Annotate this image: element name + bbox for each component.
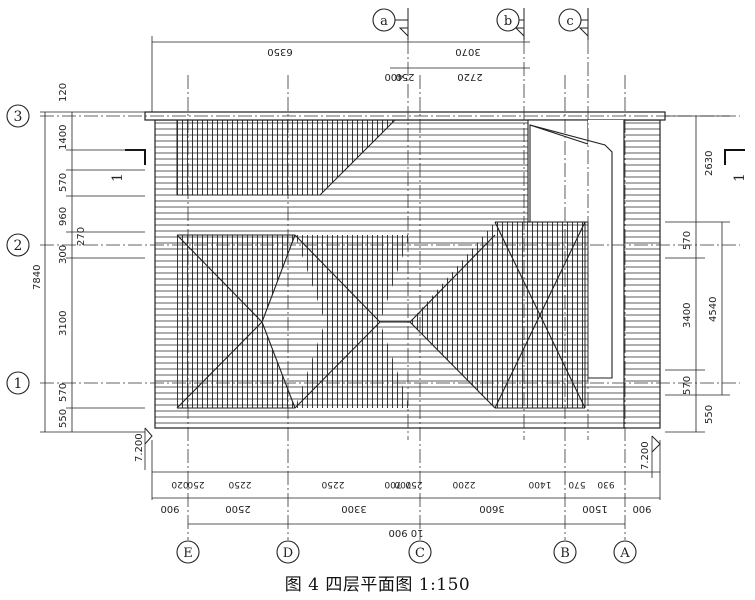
dim-left-4: 270 [76,227,87,246]
grid-bubble-b-label: b [504,14,512,29]
dim-top-right: 2720 [457,71,482,82]
dim-bottom1-4: 700 [384,479,401,489]
dim-bottom-total: 10 900 [389,527,424,538]
dim-bottom1-7: 2200 [452,479,475,489]
dim-top-small-b: 400 [384,71,403,82]
grid-lines [40,40,740,540]
roof-slope-left-bottom [177,322,295,408]
dim-left-6: 3100 [58,311,69,336]
dim-right-4: 550 [704,405,715,424]
roof-slope-left-top [177,235,295,322]
dim-right-1: 570 [682,231,693,250]
dim-bottom1-3: 2250 [321,479,344,489]
right-dimension-texts: 2630 570 3400 570 550 4540 [682,151,719,424]
figure-caption: 图 4 四层平面图 1:150 [284,575,471,595]
section-mark-left: 1 [110,173,126,182]
dim-left-2: 570 [58,173,69,192]
dim-left-3: 960 [58,207,69,226]
grid-bubble-1-label: 1 [14,376,23,392]
elevation-right: 7.200 [640,441,651,470]
left-grid-bubbles: 3 2 1 [6,104,30,395]
top-dimension-texts: 6350 3070 2720 250 400 [267,46,482,82]
grid-bubble-B-label: B [560,546,570,561]
bottom-dimension-row2: 900 2500 3300 3600 1500 900 [160,503,651,514]
dim-bottom1-9: 570 [568,479,585,489]
roof-slope-upper [176,119,397,196]
dim-bottom1-8: 1400 [528,479,551,489]
grid-bubble-a: a [372,8,409,40]
dim-top-small-a: 250 [395,71,414,82]
right-dimensions [665,115,730,433]
roof-slope-center [295,235,410,408]
grid-bubble-c-label: c [566,14,573,29]
dim-top-total: 6350 [267,46,292,57]
dim-bottom1-1: 250 [187,479,204,489]
left-dimensions [40,111,145,433]
dim-bottom2-0: 900 [160,503,179,514]
section-mark-right: 1 [732,173,748,182]
grid-bubble-A-label: A [619,546,630,561]
dim-bottom2-5: 900 [632,503,651,514]
dim-bottom2-3: 3600 [479,503,504,514]
dim-left-1: 1400 [58,125,69,150]
dim-bottom2-4: 1500 [582,503,607,514]
grid-bubble-c: c [558,8,589,40]
grid-bubble-3-label: 3 [14,109,23,125]
dim-top-left: 3070 [455,46,480,57]
roof-slope-right [410,222,585,408]
bottom-dimension-row1: 020 250 2250 2250 700 250 700 2200 1400 … [171,479,614,489]
grid-bubble-D-label: D [283,546,293,561]
bottom-dimensions [151,440,661,525]
grid-bubble-a-label: a [380,14,388,29]
dim-left-7: 570 [58,383,69,402]
dim-left-total: 7840 [32,265,43,290]
grid-bubble-C-label: C [415,546,425,561]
dim-bottom1-10: 930 [597,479,614,489]
dim-bottom1-2: 2250 [228,479,251,489]
grid-bubble-E-label: E [183,546,193,561]
bottom-grid-bubbles: E D C B A [176,540,637,564]
elevation-marks: 7.200 7.200 [134,427,661,478]
grid-bubble-2-label: 2 [14,238,23,254]
grid-bubble-b: b [496,8,525,40]
dim-right-3: 570 [682,376,693,395]
roof-plan [144,111,666,429]
dim-right-0: 2630 [704,151,715,176]
dim-left-8: 550 [58,409,69,428]
elevation-left: 7.200 [134,433,145,462]
dim-bottom2-2: 3300 [341,503,366,514]
dim-bottom1-0: 020 [171,479,188,489]
dim-left-5: 300 [58,245,69,264]
dim-right-2: 3400 [682,303,693,328]
top-dimensions [151,36,530,112]
top-grid-bubbles: a b c [372,8,589,40]
dim-bottom2-1: 2500 [225,503,250,514]
dim-left-0: 120 [58,83,69,102]
dim-bottom1-6: 700 [394,479,411,489]
dim-right-total: 4540 [708,297,719,322]
left-dimension-texts: 120 1400 570 960 270 300 3100 570 550 78… [32,83,87,428]
dim-bottom1-5: 250 [405,479,422,489]
